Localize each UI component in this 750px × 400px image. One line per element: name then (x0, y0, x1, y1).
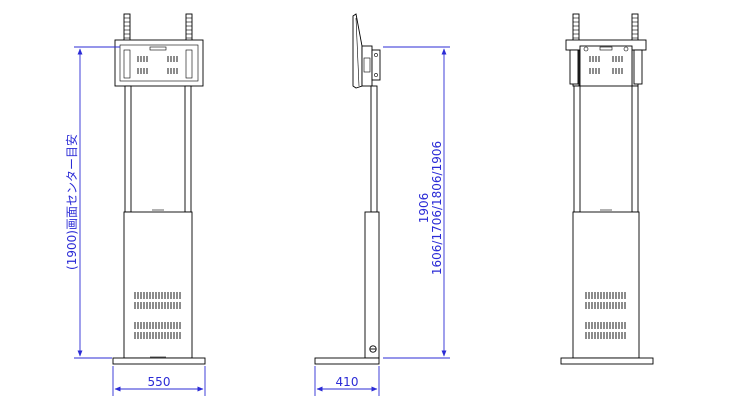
side-mount-bracket (361, 45, 381, 87)
total-height-label: 1906 (417, 193, 431, 224)
dim-base-depth (314, 366, 380, 396)
side-base-plate (314, 357, 380, 365)
base-width-label: 550 (148, 375, 171, 389)
base-depth-label: 410 (336, 375, 359, 389)
front-base-plate (112, 356, 206, 365)
rear-mount-bracket (565, 39, 647, 87)
side-display-panel (352, 13, 363, 89)
dim-total-height (383, 46, 450, 359)
height-options-label: 1606/1706/1806/1906 (430, 141, 444, 275)
side-pole (370, 85, 378, 213)
dim-base-width (112, 366, 206, 396)
rear-base-plate (560, 357, 654, 365)
front-poles (124, 85, 192, 213)
side-cabinet (364, 211, 380, 359)
rear-view (560, 13, 654, 365)
side-view (314, 13, 381, 365)
dim-screen-center-height (74, 46, 120, 359)
screen-center-label: (1900)画面センター目安 (64, 134, 79, 270)
rear-cabinet (572, 209, 640, 359)
front-cabinet (123, 209, 193, 359)
rear-poles (573, 85, 639, 213)
front-view (112, 13, 206, 365)
front-mount-bracket (114, 39, 204, 87)
